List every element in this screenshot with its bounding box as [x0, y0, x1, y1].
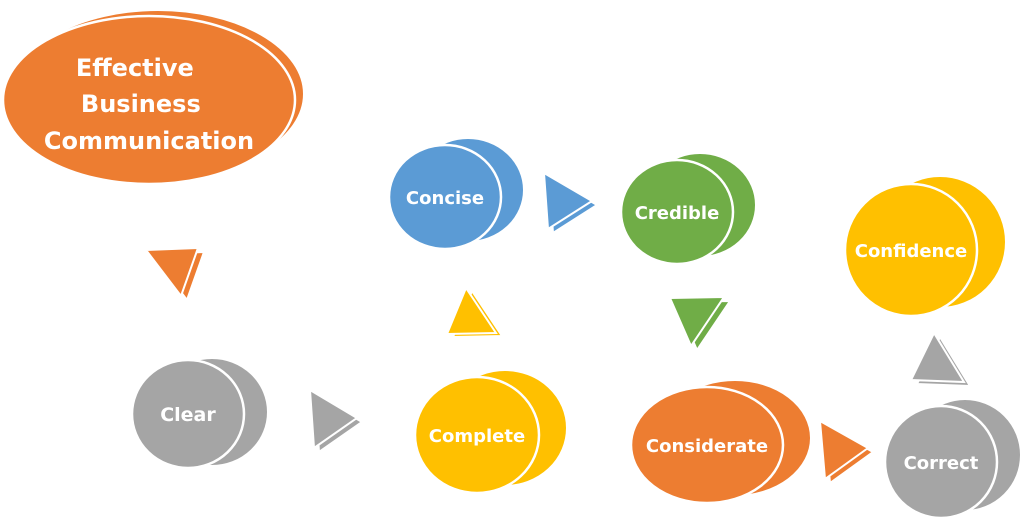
title-line-2: Business [81, 90, 201, 118]
node-correct: Correct [883, 398, 1022, 520]
arrow-considerate-to-correct [818, 419, 875, 485]
node-complete-label: Complete [429, 426, 525, 447]
node-considerate-label: Considerate [646, 436, 768, 457]
arrow-correct-to-confidence [909, 330, 972, 388]
title-line-1: Effective [76, 54, 194, 82]
arrow-credible-to-considerate [668, 295, 732, 353]
arrow-clear-to-complete [308, 388, 364, 454]
title-line-3: Communication [44, 127, 254, 155]
arrow-complete-to-concise [445, 285, 504, 339]
node-correct-label: Correct [904, 453, 979, 474]
node-concise: Concise [387, 137, 525, 251]
node-complete: Complete [413, 369, 568, 495]
node-confidence: Confidence [843, 175, 1007, 318]
node-credible: Credible [619, 152, 757, 266]
arrow-concise-to-credible [542, 171, 599, 235]
node-concise-label: Concise [406, 188, 484, 209]
svg-text:Effective Business: Effective Business Communication [44, 54, 254, 155]
node-considerate: Considerate [629, 379, 812, 505]
arrow-title-to-clear [144, 246, 206, 303]
title-node: Effective Business Communication [1, 9, 305, 186]
node-confidence-label: Confidence [855, 241, 968, 262]
node-clear: Clear [130, 357, 269, 470]
node-credible-label: Credible [635, 203, 720, 224]
node-clear-label: Clear [160, 404, 216, 426]
